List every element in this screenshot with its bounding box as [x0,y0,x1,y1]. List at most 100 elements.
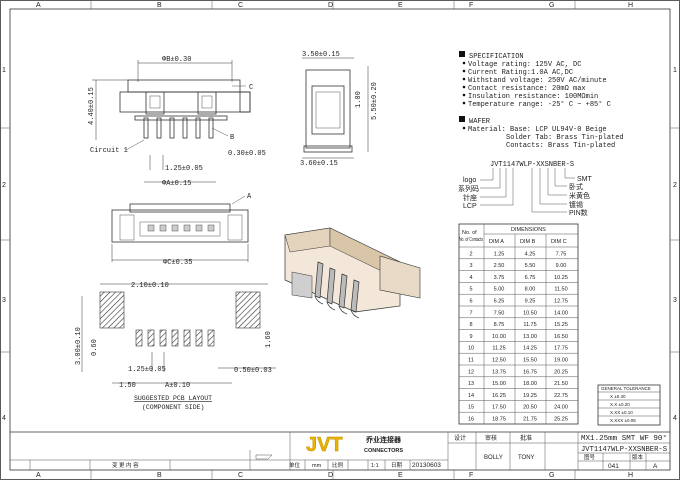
table-cell-dim: 16.75 [523,369,537,375]
dim-pcb-tab: 2.10±0.10 [131,282,169,290]
row-label-3: 3 [2,297,6,304]
code-left-1: logo [463,177,476,184]
jvt-logo-en: CONNECTORS [364,448,403,454]
pcb-caption-sub: (COMPONENT SIDE) [142,404,204,411]
table-cell-dim: 17.50 [492,405,506,411]
spec-line-6: Temperature range: -25° C ~ +85° C [468,100,611,109]
table-cell-dim: 13.00 [523,334,537,340]
table-cell-dim: 13.75 [492,369,506,375]
col-label-h-bottom: H [628,472,633,479]
spec-line-2: Current Rating:1.0A AC,DC [468,69,573,77]
tolerance-title: GENERAL TOLERANCE [601,386,651,391]
col-label-c-bottom: C [238,472,243,479]
table-cell-dim: 5.00 [494,287,505,293]
table-col-c: DIM C [551,239,567,245]
table-cell-dim: 15.25 [554,322,568,328]
table-cell-dim: 5.50 [525,263,536,269]
table-cell-contacts: 16 [468,417,474,423]
drawing-no-value: 041 [608,463,619,470]
code-left-3: 针座 [463,193,477,202]
table-cell-dim: 24.00 [554,405,568,411]
row-label-2: 2 [2,182,6,189]
table-cell-dim: 8.00 [525,287,536,293]
spec-line-3: Withstand voltage: 250V AC/minute [468,77,607,85]
row-label-4-right: 4 [673,415,677,422]
table-cell-dim: 19.00 [554,358,568,364]
table-cell-dim: 12.75 [554,299,568,305]
table-cell-dim: 7.50 [494,310,505,316]
tolerance-row-2: X.X ±0.20 [610,402,630,407]
col-label-g-bottom: G [549,472,554,479]
table-cell-dim: 16.25 [492,393,506,399]
table-cell-dim: 18.75 [492,417,506,423]
jvt-logo: JVT [306,434,343,456]
drawing-title: MX1.25mm SMT WF 90° [581,434,667,443]
table-cell-contacts: 13 [468,381,474,387]
date-value: 20130603 [412,462,441,469]
dim-pcb-height: 3.00±0.10 [75,327,83,365]
spec-line-4: Contact resistance: 20mΩ max [468,85,586,93]
col-label-f-bottom: F [469,472,473,479]
table-cell-dim: 11.25 [492,346,505,352]
row-label-1: 1 [2,67,6,74]
row-label-4: 4 [2,415,6,422]
unit-value: mm [312,463,322,469]
table-cell-dim: 7.75 [556,251,567,257]
table-cell-contacts: 3 [469,263,472,269]
pcb-layout: 2.10±0.10 3.00±0.10 0.60 1.25±0.05 1.60 … [75,282,276,411]
jvt-logo-cn: 乔业连接器 [365,435,402,444]
version-label: 版本 [632,453,644,461]
table-cell-dim: 11.75 [523,322,536,328]
col-label-e-bottom: E [398,472,403,479]
table-cell-contacts: 7 [469,310,472,316]
table-cell-dim: 15.50 [523,358,537,364]
dim-b-030: ΦB±0.30 [162,56,191,64]
dim-4-40: 4.40±0.15 [88,87,96,125]
tolerance-row-4: X.XXX ±0.05 [610,418,636,423]
col-label-a: A [36,2,41,9]
table-cell-contacts: 11 [468,358,474,364]
tolerance-block: GENERAL TOLERANCE X ±0.30 X.X ±0.20 X.XX… [597,384,661,426]
table-col-a: DIM A [489,239,504,245]
table-cell-dim: 21.75 [523,417,537,423]
table-cell-dim: 14.00 [554,310,568,316]
col-label-f: F [469,2,473,9]
wafer-line-1: Material: Base: LCP UL94V-0 Beige [468,126,607,134]
table-cell-dim: 22.75 [554,393,568,399]
scale-value: 1:1 [371,463,379,469]
col-label-e: E [398,2,403,9]
part-code: JVT1147WLP-XXSNBER-S [490,161,574,169]
wafer-line-2: Solder Tab: Brass Tin-plated [506,134,624,142]
table-cell-contacts: 12 [468,369,474,375]
row-label-1-right: 1 [673,67,677,74]
tolerance-row-3: X.XX ±0.10 [610,410,633,415]
table-cell-contacts: 6 [469,299,472,305]
table-cell-dim: 1.25 [494,251,505,257]
check-label: 审核 [485,434,497,442]
specification-block: SPECIFICATION Voltage rating: 125V AC, D… [459,51,624,150]
code-left-4: LCP [463,203,477,210]
spec-line-5: Insulation resistance: 100MΩmin [468,93,598,101]
dim-a-015: ΦA±0.15 [162,180,191,188]
code-left-2: 系列码 [458,184,479,193]
table-cell-contacts: 15 [468,405,474,411]
dim-pcb-060: 0.60 [91,339,99,356]
table-cell-dim: 20.25 [554,369,568,375]
date-label: 日期 [391,462,403,469]
designer-name: BOLLY [484,455,503,461]
side-view: 3.50±0.15 5.50±0.20 1.00 3.60±0.15 [300,51,379,168]
table-cell-contacts: 9 [469,334,472,340]
dim-side-1: 1.00 [355,91,363,108]
row-label-3-right: 3 [673,297,677,304]
code-right-3: 米黄色 [569,191,590,200]
table-cell-dim: 20.50 [523,405,537,411]
dim-pcb-050: 0.50±0.03 [234,367,272,375]
unit-label: 单位 [289,461,301,469]
table-cell-dim: 2.50 [494,263,505,269]
table-cell-dim: 10.25 [554,275,568,281]
dim-pcb-tab-height: 1.60 [265,331,273,348]
dim-side-bottom: 3.60±0.15 [300,160,338,168]
table-cell-dim: 3.75 [494,275,505,281]
dimension-table: No. of No. of Contacts DIMENSIONS DIM A … [458,223,579,425]
table-cell-dim: 21.50 [554,381,568,387]
